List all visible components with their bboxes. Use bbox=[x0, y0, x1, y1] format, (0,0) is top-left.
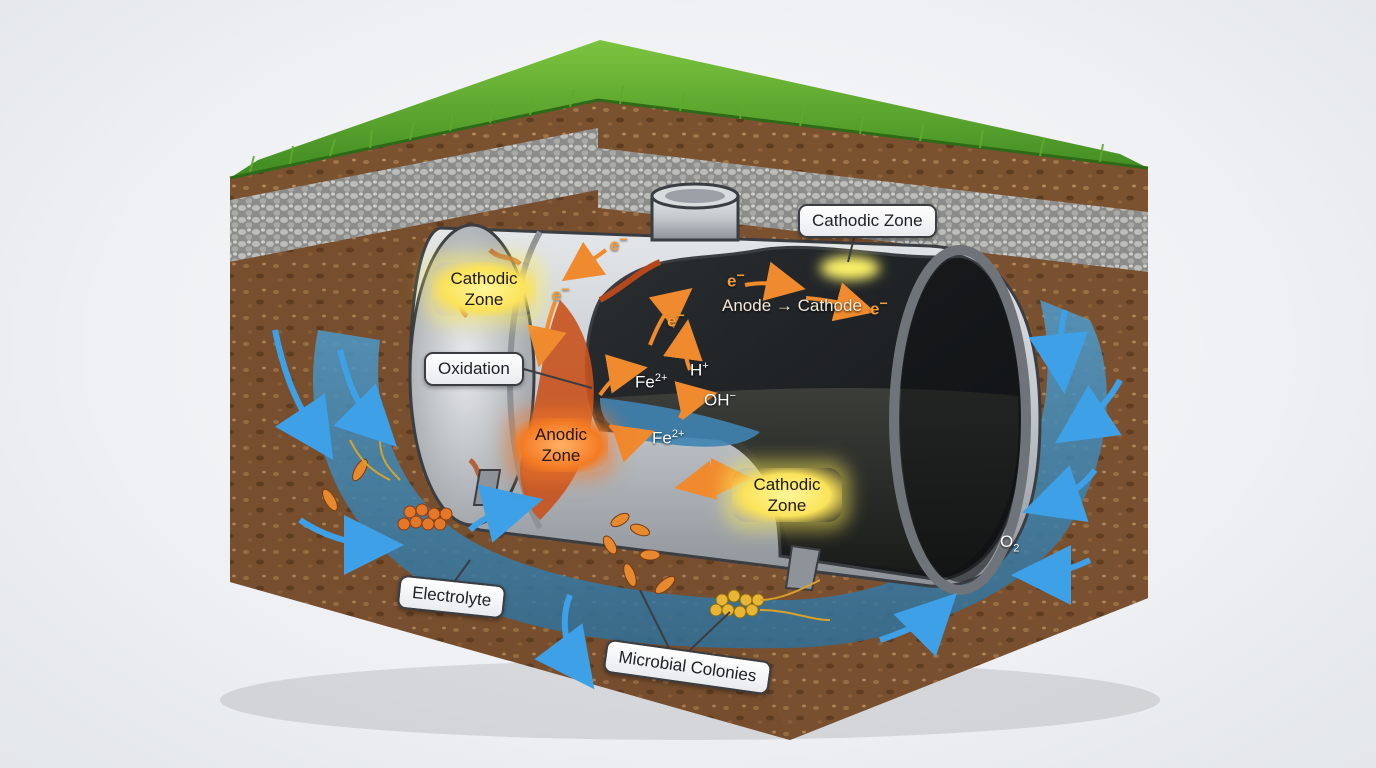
o-subscript: 2 bbox=[1013, 542, 1020, 555]
label-line-2: Zone bbox=[767, 496, 807, 515]
electron-charge: − bbox=[619, 232, 628, 248]
hydroxide-ion: OH− bbox=[704, 390, 736, 411]
fe-charge: 2+ bbox=[671, 428, 685, 440]
cathodic-hotspot-glow bbox=[820, 256, 880, 280]
callout-leaders bbox=[451, 233, 856, 651]
caption-anode: Anode bbox=[722, 296, 772, 315]
fe2-ion-lower: Fe2+ bbox=[652, 428, 684, 449]
oh-charge: − bbox=[729, 390, 736, 402]
cathodic-zone-right-label: Cathodic Zone bbox=[732, 468, 842, 522]
electron-charge: − bbox=[561, 282, 570, 298]
tank-support-right bbox=[784, 544, 822, 592]
caption-arrow: → bbox=[775, 296, 793, 315]
fe2-ion-upper: Fe2+ bbox=[635, 372, 667, 393]
electrolyte-water bbox=[313, 300, 1107, 649]
electron-charge: − bbox=[736, 268, 745, 284]
label-line-2: Zone bbox=[464, 290, 504, 309]
topsoil-right bbox=[598, 100, 1148, 212]
grass-blades bbox=[249, 85, 1104, 173]
cathodic-zone-left-label: Cathodic Zone bbox=[432, 262, 536, 316]
oxygen-molecule: O2 bbox=[1000, 532, 1019, 554]
oxidation-callout: Oxidation bbox=[424, 352, 524, 386]
h-charge: + bbox=[702, 360, 709, 372]
electron-symbol: e− bbox=[870, 296, 888, 320]
electron-charge: − bbox=[676, 308, 685, 324]
grass-surface bbox=[230, 40, 1148, 178]
electron-e: e bbox=[552, 285, 562, 305]
electron-e: e bbox=[667, 311, 677, 331]
anode-to-cathode-caption: Anode → Cathode bbox=[722, 296, 862, 316]
electron-symbol: e− bbox=[727, 268, 745, 292]
fe-symbol: Fe bbox=[652, 428, 672, 448]
electron-charge: − bbox=[879, 296, 888, 312]
label-line-1: Cathodic bbox=[450, 269, 518, 288]
water-flow-arrows bbox=[272, 309, 1123, 690]
caption-cathode: Cathode bbox=[797, 296, 862, 315]
fe-symbol: Fe bbox=[635, 372, 655, 392]
electron-symbol: e− bbox=[610, 232, 628, 256]
electron-symbol: e− bbox=[552, 282, 570, 306]
microbial-colonies bbox=[322, 439, 831, 621]
cathodic-zone-top-callout: Cathodic Zone bbox=[798, 204, 937, 238]
electron-symbol: e− bbox=[667, 308, 685, 332]
label-line-1: Cathodic bbox=[753, 475, 821, 494]
o-symbol: O bbox=[1000, 532, 1014, 551]
h-symbol: H bbox=[690, 360, 703, 380]
label-line-2: Zone bbox=[541, 446, 581, 465]
electron-flow-arrows bbox=[527, 241, 876, 500]
gravel-layer-left bbox=[230, 128, 598, 262]
oh-symbol: OH bbox=[704, 390, 730, 410]
anodic-zone-label: Anodic Zone bbox=[514, 418, 608, 472]
electron-e: e bbox=[727, 271, 737, 291]
fe-charge: 2+ bbox=[654, 372, 668, 384]
hydrogen-ion: H+ bbox=[690, 360, 709, 381]
electron-e: e bbox=[870, 299, 880, 319]
label-line-1: Anodic bbox=[535, 425, 587, 444]
electron-e: e bbox=[610, 235, 620, 255]
